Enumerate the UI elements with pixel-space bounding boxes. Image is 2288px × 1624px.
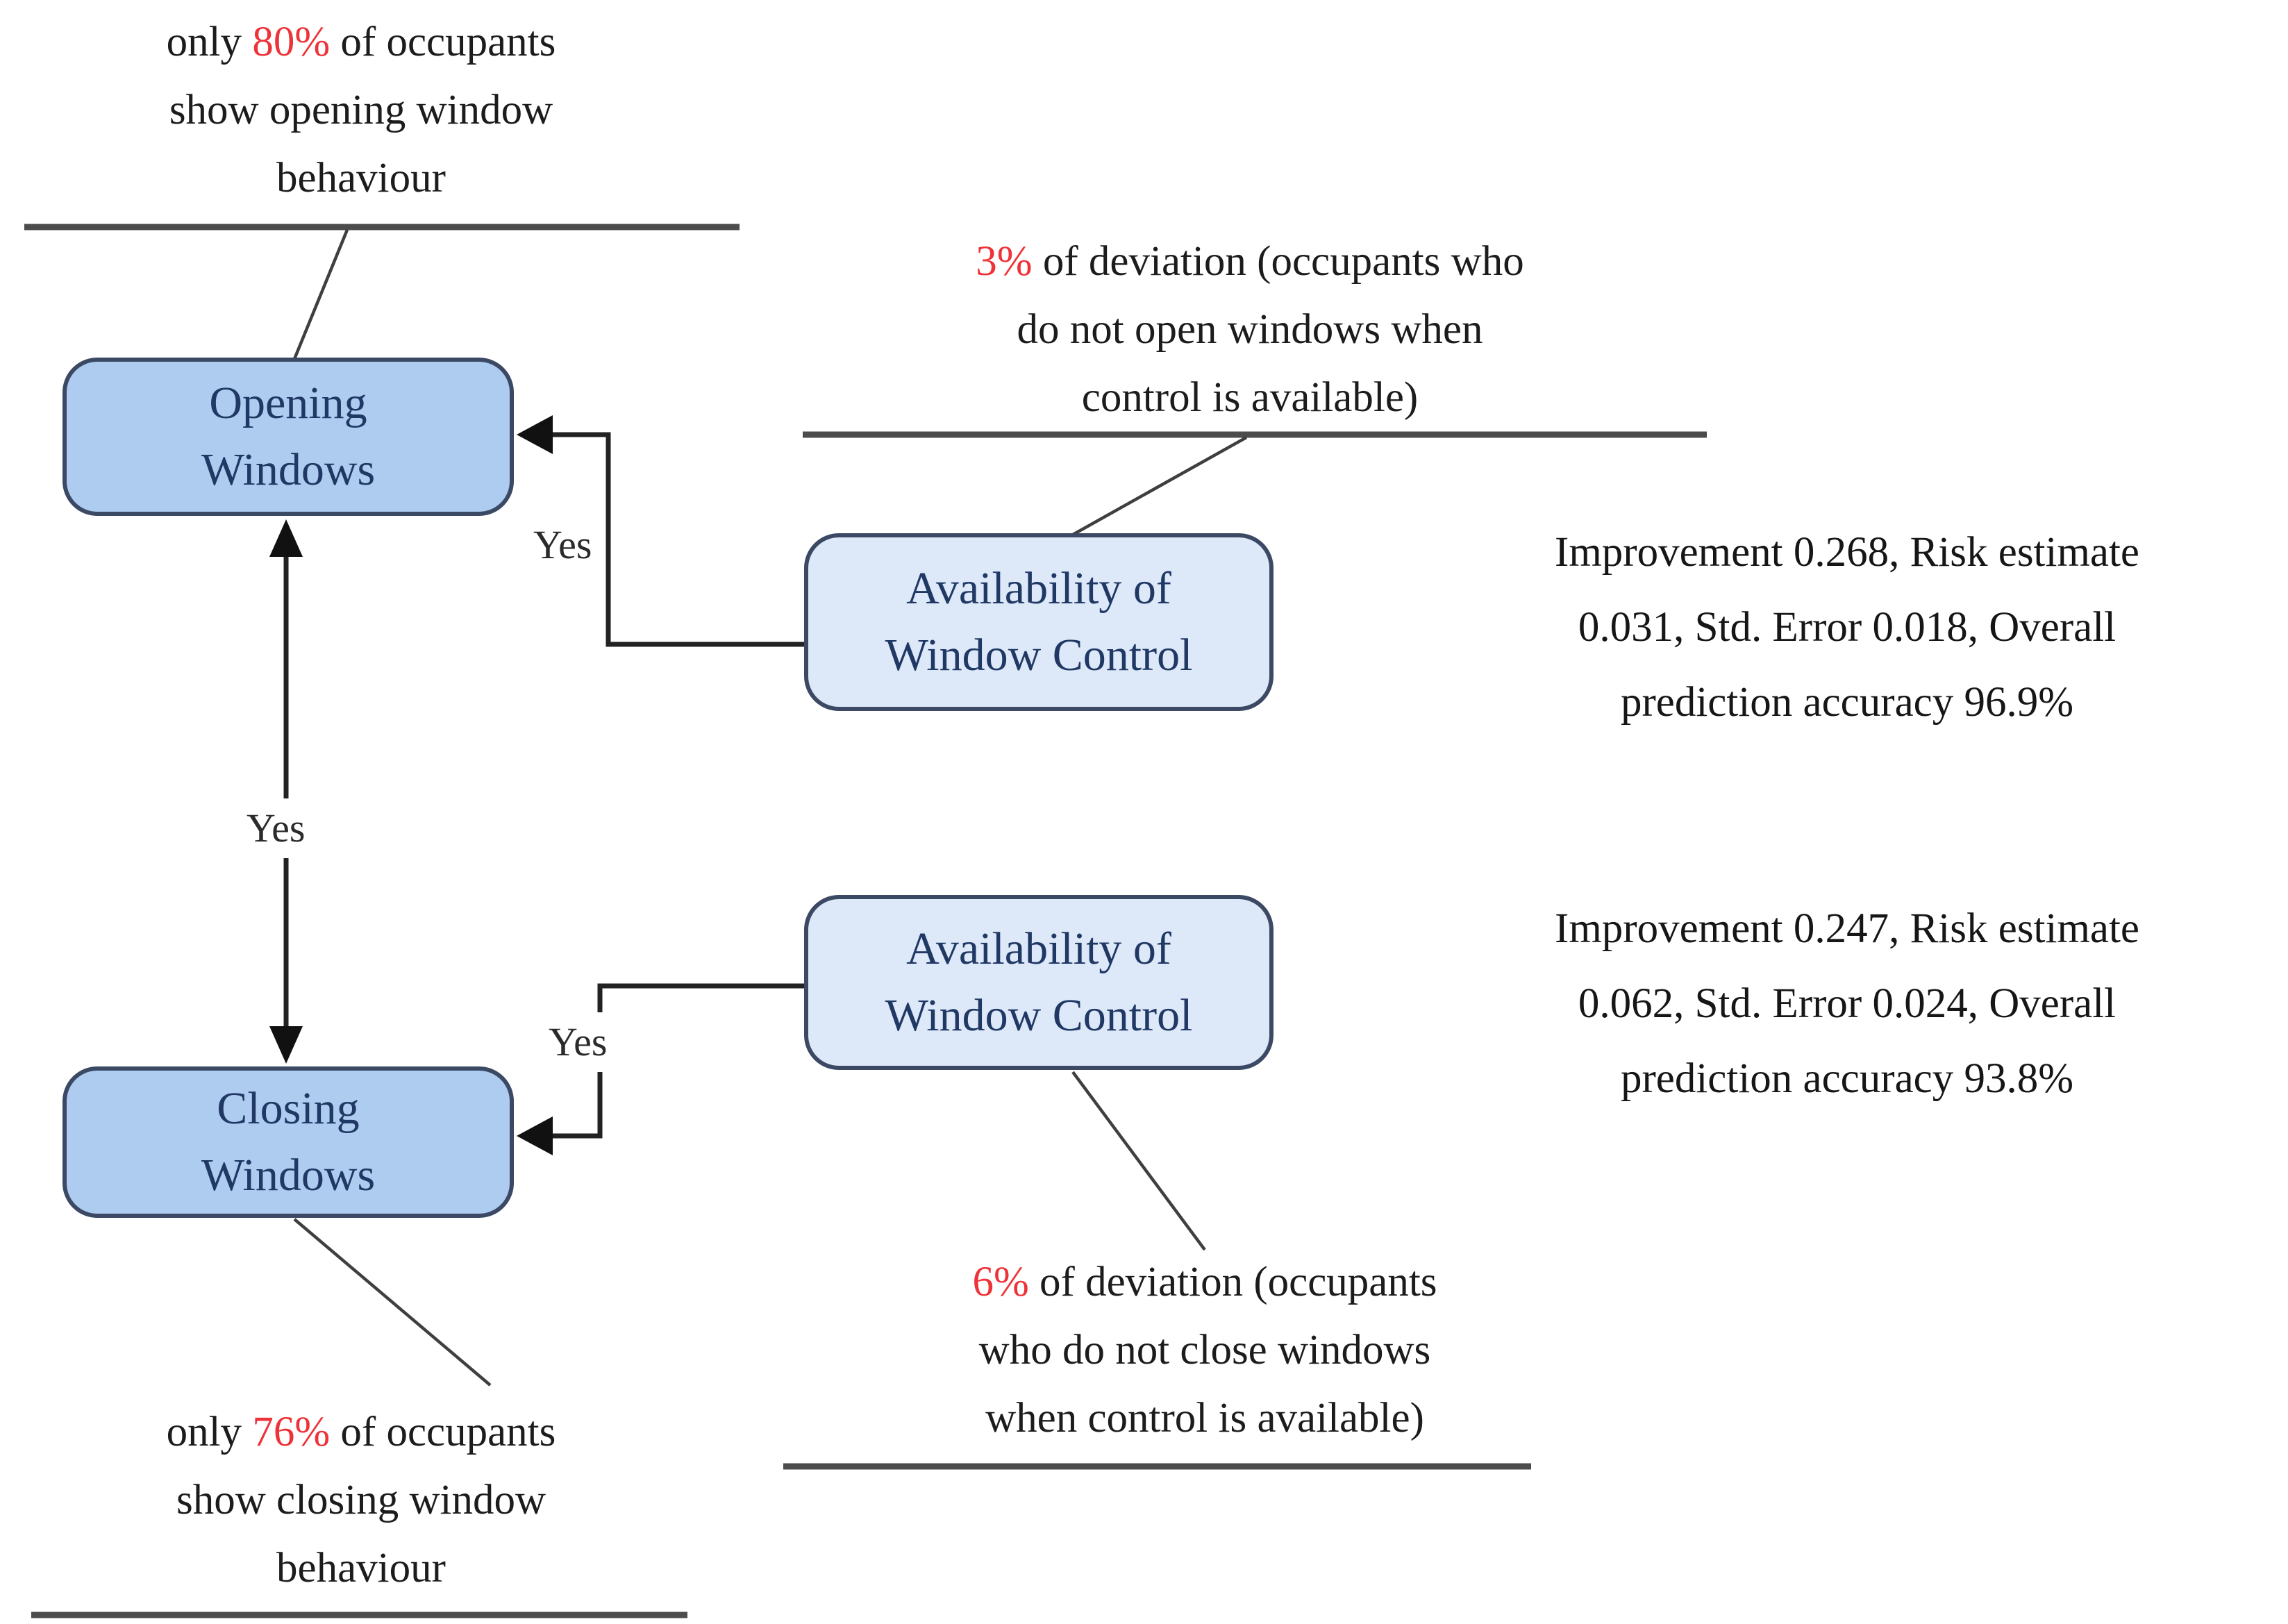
availability-bottom-line1: Availability of — [906, 923, 1171, 974]
availability-bottom-line2: Window Control — [885, 990, 1193, 1041]
close-deviation-line2: who do not close windows — [978, 1327, 1431, 1373]
open-deviation-line2: do not open windows when — [1017, 306, 1483, 353]
opening-note-line1: only 80% of occupants — [166, 19, 556, 65]
opening-behaviour-note: only 80% of occupants show opening windo… — [14, 8, 708, 212]
open-deviation-note: 3% of deviation (occupants who do not op… — [799, 228, 1701, 432]
stats-bottom-line3: prediction accuracy 93.8% — [1620, 1055, 2074, 1102]
stats-opening-model: Improvement 0.268, Risk estimate 0.031, … — [1403, 515, 2288, 740]
stats-bottom-line1: Improvement 0.247, Risk estimate — [1555, 905, 2139, 952]
closing-note-line2: show closing window — [176, 1477, 546, 1523]
close-deviation-connector — [1071, 1071, 1206, 1251]
opening-note-line2: show opening window — [169, 87, 553, 133]
yes-label-bottom: Yes — [542, 1012, 615, 1072]
closing-note-connector — [293, 1218, 492, 1387]
opening-windows-box: Opening Windows — [62, 358, 514, 516]
open-deviation-line3: control is available) — [1081, 374, 1419, 421]
closing-windows-box: Closing Windows — [62, 1066, 514, 1218]
closing-box-line1: Closing — [217, 1083, 360, 1134]
stats-top-line2: 0.031, Std. Error 0.018, Overall — [1578, 604, 2116, 651]
close-deviation-note: 6% of deviation (occupants who do not cl… — [753, 1248, 1656, 1453]
close-deviation-line1: 6% of deviation (occupants — [972, 1259, 1437, 1305]
availability-top-arrowhead — [517, 415, 553, 454]
availability-bottom-box: Availability of Window Control — [804, 895, 1274, 1070]
closing-note-line3: behaviour — [276, 1545, 446, 1591]
opening-box-line2: Windows — [201, 444, 376, 495]
availability-top-line2: Window Control — [885, 630, 1193, 680]
opening-percentage: 80% — [252, 19, 331, 65]
closing-percentage: 76% — [252, 1409, 331, 1455]
open-deviation-connector — [1071, 436, 1248, 536]
stats-top-line1: Improvement 0.268, Risk estimate — [1555, 529, 2139, 576]
stats-closing-model: Improvement 0.247, Risk estimate 0.062, … — [1403, 891, 2288, 1116]
yes-label-top: Yes — [526, 515, 599, 575]
availability-top-to-opening-arrow — [529, 432, 804, 647]
availability-bottom-arrowhead — [517, 1116, 553, 1155]
close-deviation-line3: when control is available) — [985, 1395, 1424, 1441]
open-deviation-line1: 3% of deviation (occupants who — [976, 238, 1524, 285]
closing-behaviour-note: only 76% of occupants show closing windo… — [14, 1398, 708, 1602]
opening-note-connector — [292, 229, 349, 360]
availability-top-box: Availability of Window Control — [804, 533, 1274, 711]
link-arrowhead-down — [269, 1026, 303, 1064]
stats-bottom-line2: 0.062, Std. Error 0.024, Overall — [1578, 980, 2116, 1027]
availability-top-line1: Availability of — [906, 563, 1171, 614]
closing-box-line2: Windows — [201, 1150, 376, 1200]
closing-note-line1: only 76% of occupants — [166, 1409, 556, 1455]
close-deviation-percentage: 6% — [972, 1259, 1029, 1305]
open-deviation-percentage: 3% — [976, 238, 1033, 285]
yes-label-middle: Yes — [240, 798, 312, 858]
link-arrowhead-up — [269, 519, 303, 557]
stats-top-line3: prediction accuracy 96.9% — [1620, 679, 2074, 726]
opening-note-line3: behaviour — [276, 155, 446, 201]
opening-box-line1: Opening — [209, 378, 367, 428]
